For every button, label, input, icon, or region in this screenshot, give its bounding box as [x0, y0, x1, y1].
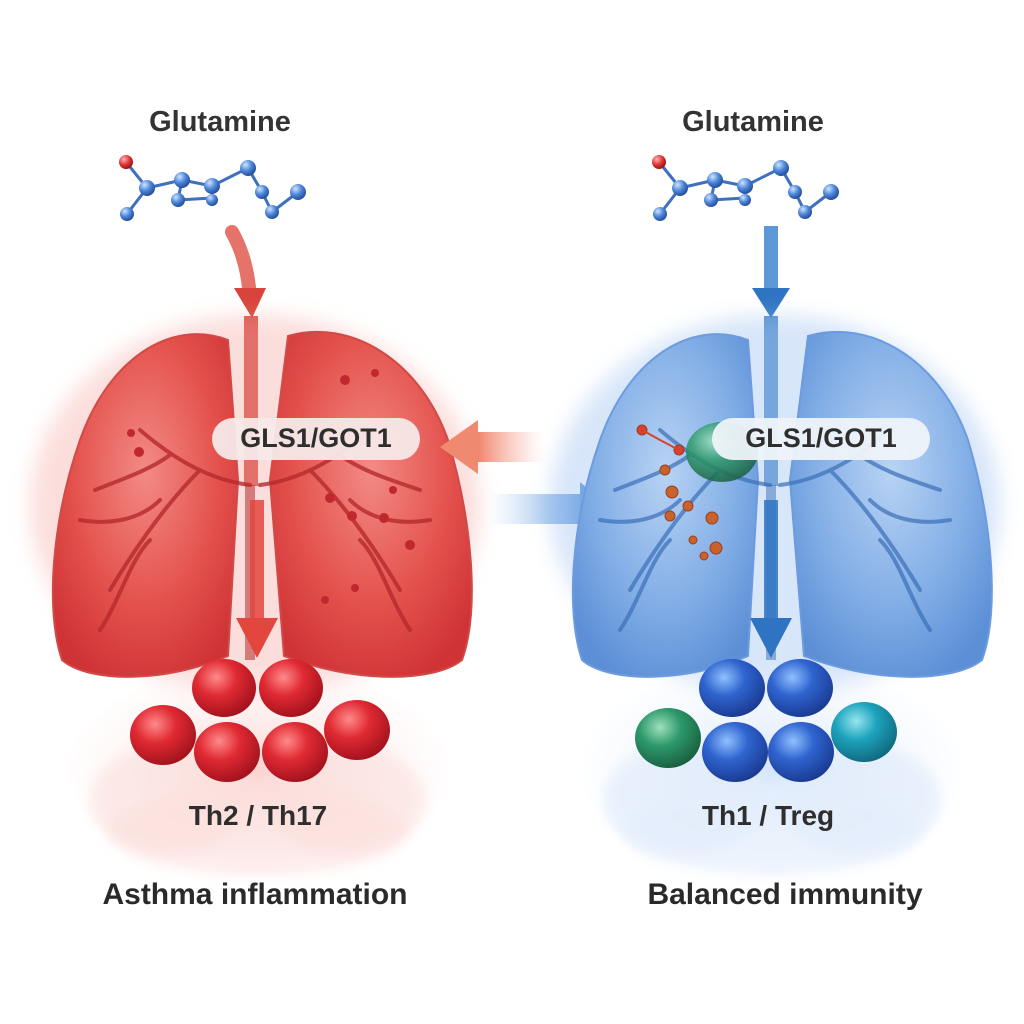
- outcome-label-right: Balanced immunity: [647, 878, 923, 911]
- enzyme-badge-right: [712, 418, 930, 460]
- enzyme-label-left: GLS1/GOT1: [240, 423, 392, 453]
- th-cell: [262, 722, 328, 782]
- treg-cell: [831, 702, 897, 762]
- glutamine-label-right: Glutamine: [682, 106, 824, 138]
- glutamine-molecule-icon-right: [652, 155, 839, 221]
- treg-cell: [635, 708, 701, 768]
- cell-type-label-left: Th2 / Th17: [188, 800, 328, 831]
- th-cell: [192, 659, 256, 717]
- th-cell: [194, 722, 260, 782]
- cell-cloud-left: [68, 665, 448, 875]
- arrow-lung-to-cells-right: [750, 500, 792, 658]
- glutamine-molecule-icon-left: [119, 155, 306, 221]
- th1-cell: [767, 659, 833, 717]
- th-cell: [130, 705, 196, 765]
- right-panel: [550, 155, 1000, 875]
- glutamine-label-left: Glutamine: [149, 106, 291, 138]
- th1-cell: [702, 722, 768, 782]
- th1-cell: [699, 659, 765, 717]
- cell-type-label-right: Th1 / Treg: [701, 800, 835, 831]
- outcome-label-left: Asthma inflammation: [102, 878, 408, 911]
- t-cell-cluster-icon-right: [635, 659, 897, 782]
- arrow-lung-to-cells-left: [236, 500, 278, 658]
- t-cell-cluster-icon-left: [130, 659, 390, 782]
- th-cell: [324, 700, 390, 760]
- th1-cell: [768, 722, 834, 782]
- left-panel: [30, 155, 480, 875]
- th-cell: [259, 659, 323, 717]
- enzyme-label-right: GLS1/GOT1: [745, 423, 897, 453]
- arrow-right-to-left: [440, 420, 544, 474]
- enzyme-badge-left: [212, 418, 420, 460]
